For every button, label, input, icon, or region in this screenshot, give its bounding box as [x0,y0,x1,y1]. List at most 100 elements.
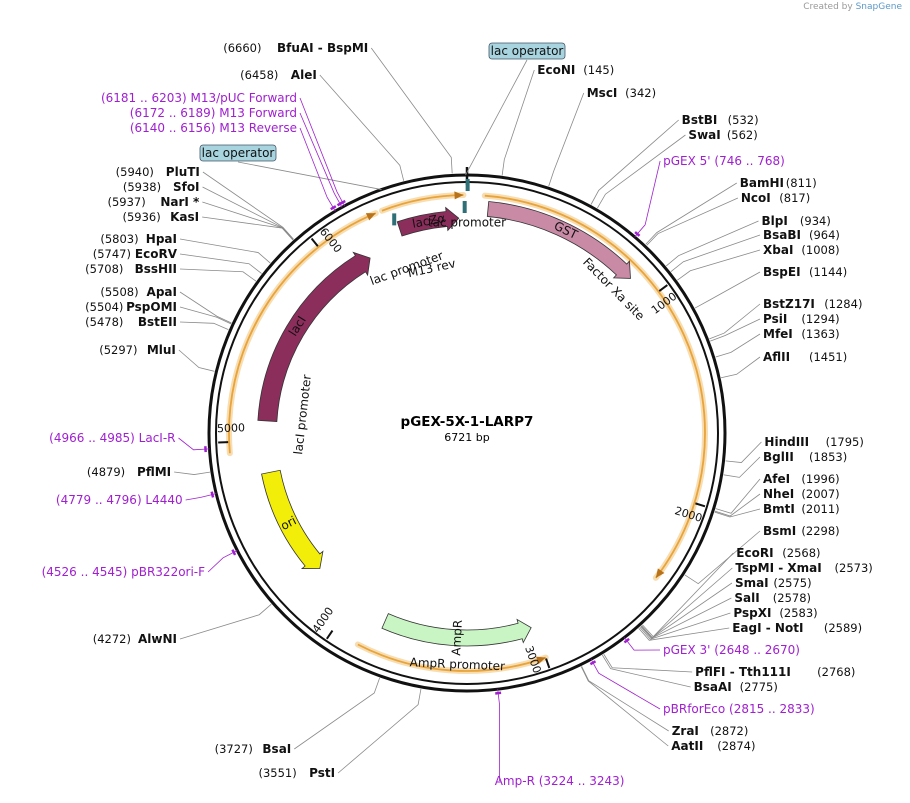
restriction-site-name: ApaI [147,285,177,299]
feature-laci-arrow [257,251,371,422]
restriction-site-name: BglII [763,450,794,464]
primer-label: pGEX 5' (746 .. 768) [663,154,785,168]
primer-label: Amp-R (3224 .. 3243) [495,774,625,788]
restriction-site-position: (532) [728,113,759,127]
restriction-site-name: BstBI [682,113,718,127]
operator-mark [392,213,397,226]
restriction-site-position: (1363) [801,327,839,341]
primer-label: (6181 .. 6203) M13/pUC Forward [101,91,297,105]
site-leader [179,253,262,274]
restriction-site-position: (1853) [809,450,847,464]
site-leader [294,677,381,750]
restriction-site-position: (2573) [835,561,873,575]
restriction-site-position: (2578) [773,591,811,605]
site-leader [548,92,585,187]
orf-arc [357,643,546,672]
restriction-site-position: (4272) [93,632,131,646]
restriction-site-position: (817) [779,191,810,205]
site-leader [720,356,761,379]
site-leader [202,216,294,241]
feature-ampr-arrow [381,613,532,647]
scale-tick [658,284,668,292]
lac-operator-leader [237,161,382,190]
site-leader [677,249,761,281]
brand-prefix: Created by [803,2,853,12]
restriction-site-name: NheI [763,487,794,501]
site-leader [725,441,762,463]
primer-mark [589,660,597,666]
operator-mark [462,201,467,214]
restriction-site-position: (2872) [710,724,748,738]
site-leader [590,119,679,205]
restriction-site-name: PluTI [166,165,200,179]
primer-leader [299,127,336,212]
feature-laczα-arrow [396,206,460,237]
restriction-site-name: TspMI - XmaI [735,561,821,575]
restriction-site-position: (5478) [85,315,123,329]
restriction-site-name: BspEI [763,265,801,279]
restriction-site-name: PspXI [733,606,771,620]
scale-tick [326,629,334,640]
site-leader [715,478,761,514]
site-leader [179,268,257,282]
restriction-site-position: (1294) [801,312,839,326]
orf-arc-glow [378,192,467,214]
site-leader [709,303,761,340]
restriction-site-position: (5297) [99,343,137,357]
restriction-site-position: (5936) [123,210,161,224]
restriction-site-position: (1795) [826,435,864,449]
restriction-site-name: ZraI [672,724,699,738]
lac-operator-box [488,42,566,60]
site-leader [645,182,737,245]
primer-leader [299,97,345,207]
restriction-site-position: (2775) [740,680,778,694]
scale-tick-label: 3000 [522,644,544,675]
site-leader [178,349,215,372]
restriction-site-position: (342) [625,86,656,100]
restriction-site-name: AleI [291,68,317,82]
site-leader [665,220,759,267]
restriction-site-position: (811) [786,176,817,190]
restriction-site-name: MfeI [763,327,793,341]
restriction-site-name: PsiI [763,312,787,326]
restriction-site-name: NarI * [160,195,200,209]
scale-tick [545,658,551,669]
orf-arc-arrowhead [454,191,464,200]
restriction-site-name: SalI [734,591,759,605]
restriction-site-name: EcoRV [135,247,178,261]
restriction-site-name: MscI [587,86,618,100]
site-leader [715,333,761,358]
restriction-site-position: (5803) [100,232,138,246]
restriction-site-name: BlpI [762,214,788,228]
orf-arc-arrowhead [536,656,546,665]
primer-mark [336,201,344,207]
site-leader [179,321,229,331]
restriction-site-position: (5708) [85,262,123,276]
restriction-site-position: (1008) [801,243,839,257]
restriction-site-name: XbaI [763,243,793,257]
plasmid-size: 6721 bp [444,431,489,444]
restriction-site-position: (934) [800,214,831,228]
primer-label: (6172 .. 6189) M13 Forward [130,106,297,120]
restriction-site-position: (5940) [116,165,154,179]
plasmid-name: pGEX-5X-1-LARP7 [401,414,534,430]
restriction-site-name: BsaBI [763,228,801,242]
site-leader [714,493,761,517]
site-leader [337,688,422,774]
feature-label: lacZα [411,211,446,231]
lac-operator-label: lac operator [202,146,275,160]
restriction-site-name: EcoRI [736,546,773,560]
site-leader [603,653,693,673]
primer-label: pGEX 3' (2648 .. 2670) [663,643,800,657]
restriction-site-position: (5747) [93,247,131,261]
leader-lines-layer [174,47,762,781]
restriction-site-position: (5504) [85,300,123,314]
primer-leader [590,659,661,710]
primer-label: pBRforEco (2815 .. 2833) [663,702,815,716]
site-leader [174,471,211,475]
feature-label: ori [278,513,298,533]
orf-arc-arrowhead [655,568,665,578]
site-leader [639,612,731,640]
restriction-site-position: (562) [727,128,758,142]
